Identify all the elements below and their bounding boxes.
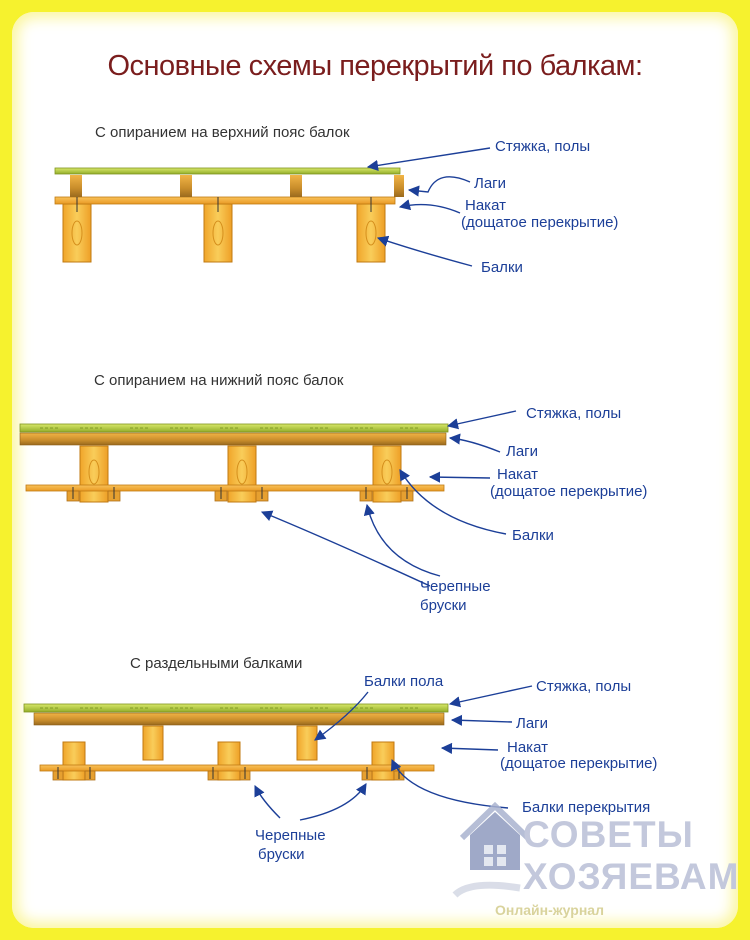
label-floor-beams: Балки пола — [364, 673, 444, 690]
label-cranial-bars: Черепные — [420, 578, 491, 595]
label-screed: Стяжка, полы — [536, 678, 632, 695]
label-ceiling-beams: Балки перекрытия — [522, 799, 651, 816]
label-cranial-bars-2: бруски — [258, 846, 305, 863]
deck-board — [54, 196, 396, 205]
label-deck-detail: (дощатое перекрытие) — [500, 755, 658, 772]
beam — [356, 203, 386, 263]
label-deck: Накат — [497, 466, 538, 483]
scheme-3-title: С раздельными балками — [130, 655, 303, 672]
watermark-title: СОВЕТЫ — [523, 814, 694, 855]
scheme-1-arrows — [366, 147, 491, 267]
ceiling-beam — [371, 741, 395, 781]
watermark-title-2: ХОЗЯЕВАМ — [523, 856, 740, 897]
label-joists: Лаги — [506, 443, 539, 460]
floor-beam — [142, 725, 164, 761]
joist — [180, 175, 192, 197]
scheme-2-title: С опиранием на нижний пояс балок — [94, 372, 344, 389]
floor-beam — [296, 725, 318, 761]
label-deck-detail: (дощатое перекрытие) — [461, 214, 619, 231]
ceiling-beam — [217, 741, 241, 781]
joist — [290, 175, 302, 197]
label-joists: Лаги — [474, 175, 507, 192]
scheme-1-title: С опиранием на верхний пояс балок — [95, 124, 350, 141]
watermark-subtitle: Онлайн-журнал — [495, 902, 604, 918]
label-beams: Балки — [512, 527, 554, 544]
joist — [70, 175, 82, 197]
deck-board — [25, 484, 445, 492]
label-joists: Лаги — [516, 715, 549, 732]
label-beams: Балки — [481, 259, 523, 276]
page-title: Основные схемы перекрытий по балкам: — [107, 50, 643, 82]
scheme-2-drawing — [19, 423, 449, 503]
joist — [19, 432, 447, 446]
ceiling-beam — [62, 741, 86, 781]
label-screed: Стяжка, полы — [526, 405, 622, 422]
beam — [227, 445, 257, 503]
screed-layer — [54, 167, 401, 175]
scheme-3-drawing — [23, 703, 449, 781]
label-deck: Накат — [507, 739, 548, 756]
joist — [394, 175, 404, 197]
label-cranial-bars: Черепные — [255, 827, 326, 844]
beam — [62, 203, 92, 263]
scheme-1-drawing — [54, 167, 404, 263]
label-deck-detail: (дощатое перекрытие) — [490, 483, 648, 500]
label-deck: Накат — [465, 197, 506, 214]
label-screed: Стяжка, полы — [495, 138, 591, 155]
house-logo-icon — [452, 801, 531, 898]
scheme-2-arrows — [260, 410, 517, 587]
screed-layer — [19, 423, 449, 433]
joist — [33, 712, 445, 726]
beam — [372, 445, 402, 503]
beam — [203, 203, 233, 263]
label-cranial-bars-2: бруски — [420, 597, 467, 614]
beam — [79, 445, 109, 503]
scheme-3-arrows — [254, 685, 533, 821]
deck-board — [39, 764, 435, 772]
